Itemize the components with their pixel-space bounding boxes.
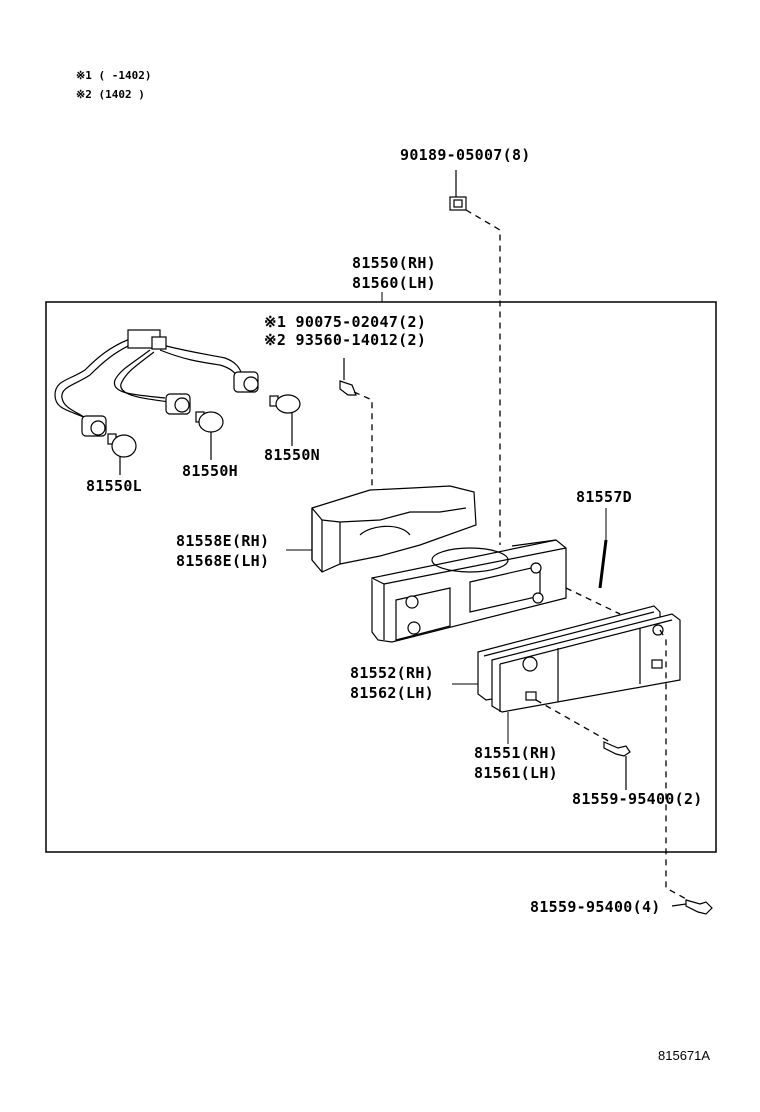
label-81559-outer: 81559-95400(4) bbox=[530, 898, 661, 916]
label-81550-rh: 81550(RH) bbox=[352, 254, 436, 272]
label-81561: 81561(LH) bbox=[474, 764, 558, 782]
label-81560-lh: 81560(LH) bbox=[352, 274, 436, 292]
clip-90189 bbox=[449, 170, 467, 211]
label-81559-inner: 81559-95400(2) bbox=[572, 790, 703, 808]
label-81552: 81552(RH) bbox=[350, 664, 434, 682]
assembly-frame bbox=[45, 301, 717, 853]
label-81550L: 81550L bbox=[86, 477, 142, 495]
label-81562: 81562(LH) bbox=[350, 684, 434, 702]
label-81551: 81551(RH) bbox=[474, 744, 558, 762]
screw-90075 bbox=[339, 358, 357, 396]
label-93560: ※2 93560-14012(2) bbox=[264, 331, 427, 349]
label-90189: 90189-05007(8) bbox=[400, 146, 531, 164]
gasket-81558E bbox=[311, 485, 477, 573]
label-81557D: 81557D bbox=[576, 488, 632, 506]
label-81550H: 81550H bbox=[182, 462, 238, 480]
label-81558E: 81558E(RH) bbox=[176, 532, 270, 550]
dash-clip-to-housing bbox=[465, 209, 501, 545]
dash-housing-to-lens bbox=[565, 587, 621, 615]
note-2: ※2 (1402 ) bbox=[76, 88, 145, 101]
bulb-81550H bbox=[195, 411, 224, 460]
seal-81557D bbox=[598, 539, 608, 589]
dash-lens-to-screw bbox=[535, 699, 611, 743]
lamp-housing bbox=[371, 539, 567, 643]
label-90075: ※1 90075-02047(2) bbox=[264, 313, 427, 331]
note-1: ※1 ( -1402) bbox=[76, 69, 152, 82]
bulb-81550L bbox=[107, 433, 137, 475]
label-81550N: 81550N bbox=[264, 446, 320, 464]
label-81568E: 81568E(LH) bbox=[176, 552, 270, 570]
figure-id: 815671A bbox=[658, 1048, 711, 1063]
screw-81559-inner bbox=[603, 741, 631, 790]
socket-harness bbox=[54, 329, 259, 437]
lens-81551 bbox=[491, 613, 681, 713]
screw-81559-outer bbox=[671, 899, 713, 915]
dash-screw-to-gasket bbox=[353, 391, 373, 490]
bulb-81550N bbox=[269, 394, 301, 446]
dash-lens-to-outer-screw bbox=[659, 629, 689, 901]
